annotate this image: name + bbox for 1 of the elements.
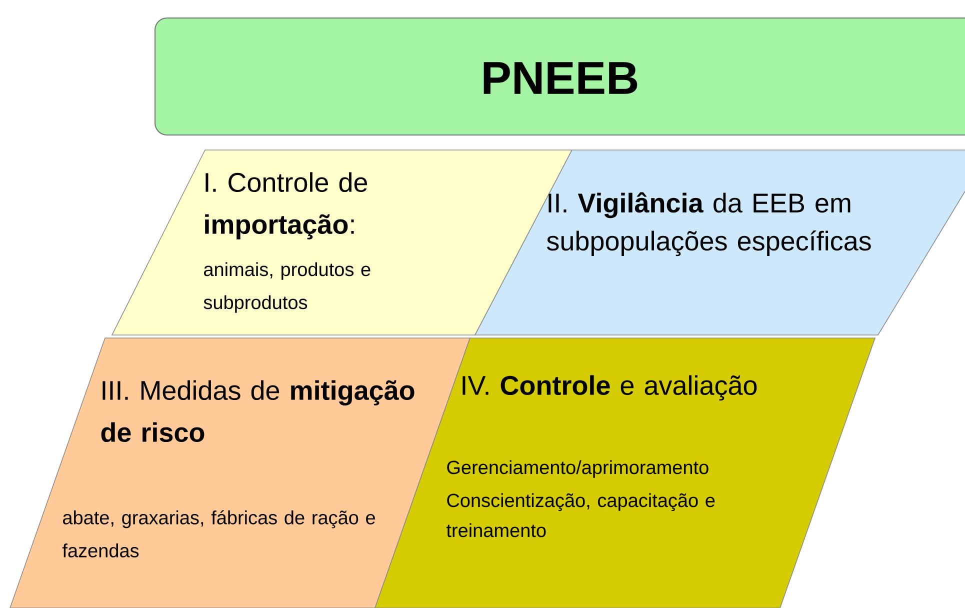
title-banner: PNEEB [154, 18, 965, 136]
